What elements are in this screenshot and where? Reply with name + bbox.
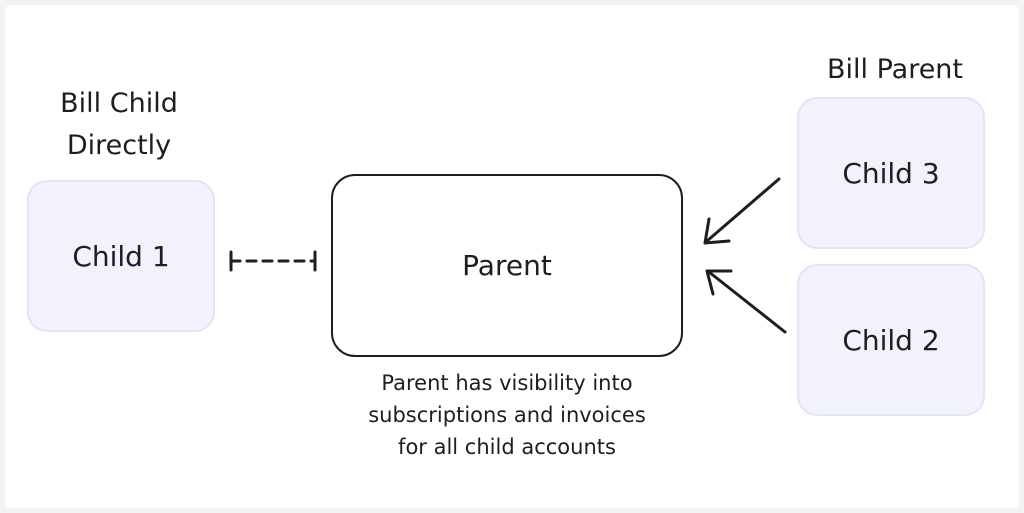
bill-child-label-line1: Bill Child [60,88,178,119]
bill-child-label-line2: Directly [66,130,172,161]
child-3-label: Child 3 [842,156,940,190]
child-2-label: Child 2 [842,323,940,357]
child-1-label: Child 1 [72,239,170,273]
caption-line-1: Parent has visibility into [381,371,633,395]
connectors-layer [229,177,787,334]
parent-node[interactable]: Parent [331,174,683,357]
parent-caption: Parent has visibility into subscriptions… [331,367,683,463]
arrow-child3-to-parent [703,177,781,245]
diagram-canvas: Bill Child Directly Bill Parent Child 1 … [5,5,1019,508]
dashed-connector-child1-parent [229,250,317,272]
child-2-node[interactable]: Child 2 [797,264,985,416]
child-1-node[interactable]: Child 1 [27,180,215,332]
caption-line-3: for all child accounts [398,435,616,459]
arrow-child2-to-parent [705,269,787,334]
bill-child-directly-label: Bill Child Directly [19,83,219,167]
bill-parent-label: Bill Parent [826,54,964,85]
parent-label: Parent [462,249,552,282]
child-3-node[interactable]: Child 3 [797,97,985,249]
caption-line-2: subscriptions and invoices [368,403,646,427]
